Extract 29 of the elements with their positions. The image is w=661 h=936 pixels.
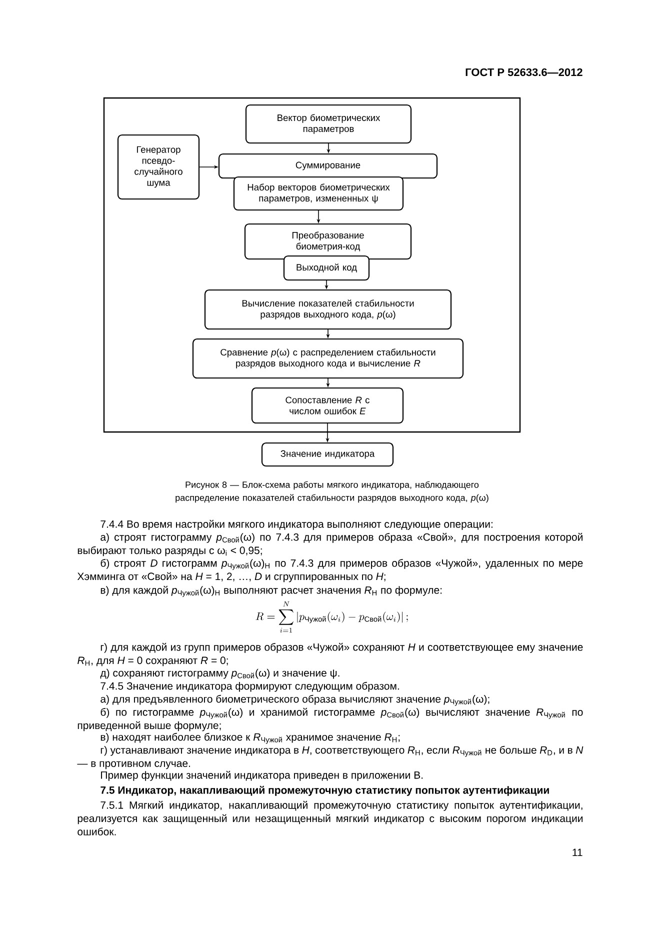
paragraph: б) строят D гистограмм p$_{Чужой}$(ω)$_{H}$ по 7.4.3 для примеров образов «Чужой», удаленных по мере Хэмминга от «Свой» на H = 1, 2, …, D и сгруппированных по H; [77,558,583,582]
section-heading: 7.5 Индикатор, накапливающий промежуточную статистику попыток аутентификации [100,786,549,796]
figure-caption: Рисунок 8 — Блок-схема работы мягкого индикатора, наблюдающего распределение показателей стабильности разрядов выходного кода, p(ω) [176,481,488,503]
paragraph: д) сохраняют гистограмму p$_{Свой}$(ω) и значение ψ. [100,668,340,679]
paragraph: а) для предъявленного биометрического образа вычисляют значение p$_{Чужой}$(ω); [100,694,490,706]
process-box: Значение индикатора [261,442,394,467]
process-box: Вычисление показателей стабильности разрядов выходного кода, p(ω) [204,289,452,330]
page-number: 11 [572,848,582,856]
paragraph: г) для каждой из групп примеров образов «Чужой» сохраняют H и соответствующее ему значение R$_{H}$, для H = 0 сохраняют R = 0; [78,642,583,666]
paragraph: Пример функции значений индикатора приведен в приложении В. [101,770,423,781]
process-box: Вектор биометрических параметров [245,104,412,144]
paragraph: 7.4.4 Во время настройки мягкого индикатора выполняют следующие операции: [100,520,492,530]
process-box: Суммирование [218,153,438,179]
paragraph: 7.5.1 Мягкий индикатор, накапливающий промежуточную статистику попыток аутентификации, реализуется как защищенный или незащищенный мягкий индикатор с высоким порогом индикации ошибок. [78,800,583,836]
process-box: Сопоставление R с числом ошибок E [251,387,404,424]
paragraph: 7.4.5 Значение индикатора формируют следующим образом. [100,682,399,692]
process-box: Преобразование биометрия-код [244,223,412,260]
process-box: Генератор псевдо-случайного шума [117,134,200,200]
header: ГОСТ Р 52633.6—2012 [466,68,582,76]
paragraph: в) находят наиболее близкое к R$_{Чужой}$ хранимое значение R$_{H}$; [100,732,400,744]
process-box: Сравнение p(ω) с распределением стабильности разрядов выходного кода и вычисление R [192,338,464,379]
formula: $R=\sum_{i=1}^{N}\left|p_{\text{Чужой}}(\omega_i)-p_{\text{Свой}}(\omega_i)\right|;$ [256,601,408,633]
paragraph: в) для каждой p$_{Чужой}$(ω)$_{H}$ выполняют расчет значения R$_{H}$ по формуле: [100,586,442,597]
paragraph: г) устанавливают значение индикатора в H, соответствующего R$_{H}$, если R$_{Чужой}$ не больше R$_{D}$, и в N — в противном случае. [77,746,584,770]
process-box: Набор векторов биометрических параметров, измененных ψ [233,176,404,211]
frame [103,97,521,433]
paragraph: б) по гистограмме p$_{Чужой}$(ω) и хранимой гистограмме p$_{Свой}$(ω) вычисляют значение R$_{Чужой}$ по приведенной выше формуле; [78,708,583,732]
process-box: Выходной код [283,255,370,281]
paragraph: а) строят гистограмму p$_{Свой}$(ω) по 7.4.3 для примеров образа «Свой», для построения которой выбирают только разряды с ω$_{i}$ < 0,95; [78,532,582,556]
